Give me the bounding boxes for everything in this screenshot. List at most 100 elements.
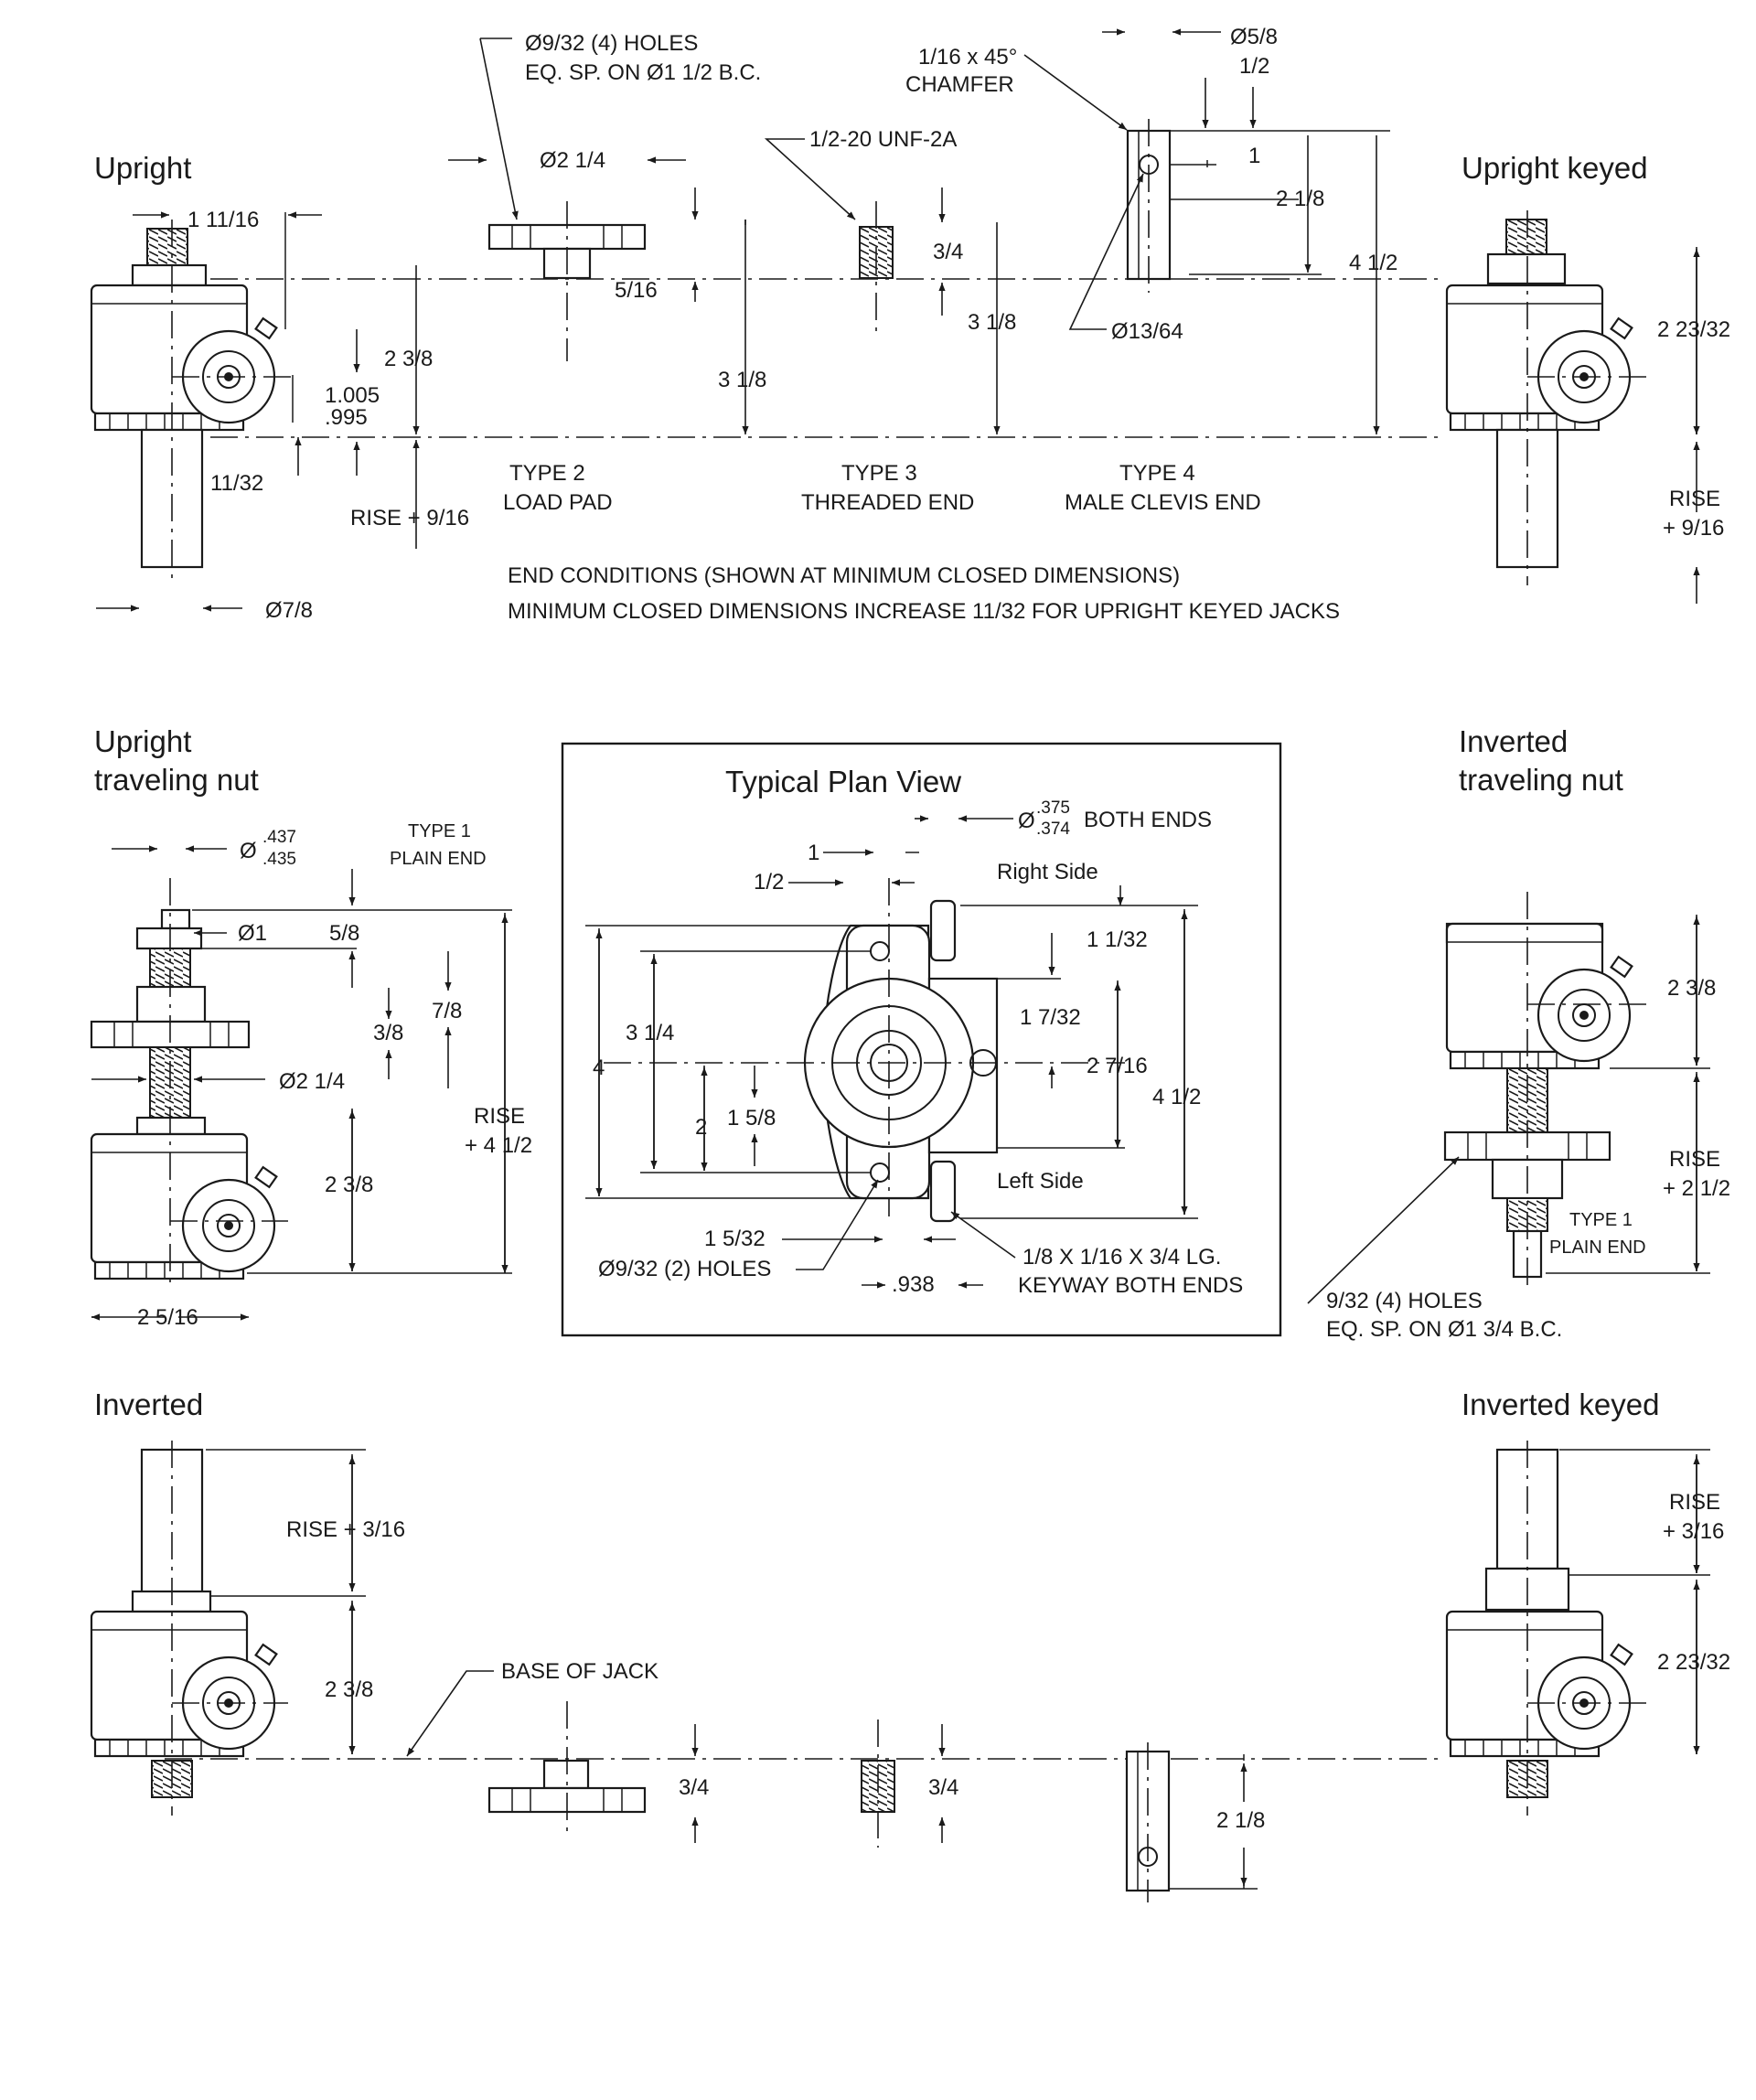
- pv-left-side: Left Side: [997, 1169, 1084, 1194]
- dim-utn-rise-4-1-2: + 4 1/2: [465, 1133, 532, 1158]
- pv-keyway-size: 1/8 X 1/16 X 3/4 LG.: [1023, 1245, 1221, 1270]
- type2-load-pad: [487, 201, 647, 361]
- pv-dia-prefix: Ø: [1018, 809, 1035, 833]
- inverted-keyed-jack: [1445, 1441, 1646, 1816]
- plan-view-title: Typical Plan View: [725, 765, 961, 798]
- note-min-closed: MINIMUM CLOSED DIMENSIONS INCREASE 11/32…: [508, 599, 1340, 624]
- itn-rise: RISE: [1669, 1147, 1720, 1172]
- section-title-upright: Upright: [94, 151, 191, 185]
- dim-pad-3-1-8: 3 1/8: [718, 368, 766, 392]
- section-title-inverted-keyed: Inverted keyed: [1462, 1388, 1659, 1421]
- section-title-upright-keyed: Upright keyed: [1462, 151, 1648, 185]
- dim-prefix-dia: Ø: [240, 839, 257, 863]
- dim-clevis-1-2: 1/2: [1239, 54, 1269, 79]
- dim-utn-rise: RISE: [474, 1104, 525, 1129]
- dim-clevis-2-1-8: 2 1/8: [1276, 187, 1324, 211]
- plan-view-frame: [561, 742, 1282, 1337]
- dim-clevis-4-1-2: 4 1/2: [1349, 251, 1397, 275]
- dim-thread-3-4: 3/4: [933, 240, 963, 264]
- label-base-of-jack: BASE OF JACK: [501, 1659, 658, 1684]
- itn-holes: 9/32 (4) HOLES: [1326, 1289, 1483, 1313]
- section-title-utn-2: traveling nut: [94, 763, 259, 797]
- inv-thread-3-4: 3/4: [928, 1775, 958, 1800]
- ik-2-23-32: 2 23/32: [1657, 1650, 1730, 1675]
- label-type2: TYPE 2: [509, 461, 585, 486]
- ik-rise: RISE: [1669, 1490, 1720, 1515]
- note-end-conditions: END CONDITIONS (SHOWN AT MINIMUM CLOSED …: [508, 563, 1180, 588]
- pv-both-ends: BOTH ENDS: [1084, 808, 1212, 832]
- upright-traveling-nut-jack: [90, 878, 288, 1290]
- pv-dim-1: 1: [808, 841, 819, 865]
- dim-keyed-rise: RISE: [1669, 487, 1720, 511]
- label-plain-end: PLAIN END: [390, 849, 487, 869]
- pv-holes: Ø9/32 (2) HOLES: [598, 1257, 771, 1281]
- label-type1: TYPE 1: [408, 821, 471, 841]
- pv-dim-4-1-2: 4 1/2: [1152, 1085, 1201, 1109]
- dim-rise-9-16: RISE + 9/16: [350, 506, 469, 530]
- itn-holes-bc: EQ. SP. ON Ø1 3/4 B.C.: [1326, 1317, 1562, 1342]
- itn-type1: TYPE 1: [1569, 1210, 1633, 1230]
- inverted-traveling-nut-jack: [1443, 892, 1646, 1290]
- type3-threaded-end: [859, 201, 894, 338]
- label-load-pad: LOAD PAD: [503, 490, 613, 515]
- inv-pad-3-4: 3/4: [679, 1775, 709, 1800]
- dim-11-32: 11/32: [210, 471, 263, 496]
- label-type4: TYPE 4: [1119, 461, 1195, 486]
- pv-dim-1-2: 1/2: [754, 870, 784, 895]
- dim-5-8: 5/8: [329, 921, 359, 946]
- inverted-jack: [90, 1441, 288, 1816]
- dim-1-005: 1.005: [325, 383, 380, 408]
- section-title-itn-2: traveling nut: [1459, 763, 1623, 797]
- section-title-utn-1: Upright: [94, 724, 191, 758]
- label-thread-spec: 1/2-20 UNF-2A: [809, 127, 957, 152]
- inv-dim-rise-3-16: RISE + 3/16: [286, 1517, 405, 1542]
- label-chamfer-word: CHAMFER: [905, 72, 1014, 97]
- inv-clevis-2-1-8: 2 1/8: [1216, 1808, 1265, 1833]
- type4-clevis: [1126, 119, 1172, 293]
- dim-995: .995: [325, 405, 368, 430]
- pv-dim-938: .938: [892, 1272, 935, 1297]
- dim-clevis-1: 1: [1248, 144, 1260, 168]
- label-threaded-end: THREADED END: [801, 490, 974, 515]
- dim-437: .437: [262, 828, 296, 847]
- upright-keyed-jack: [1445, 210, 1646, 585]
- pv-dim-1-1-32: 1 1/32: [1087, 927, 1148, 952]
- label-holes-bc: EQ. SP. ON Ø1 1/2 B.C.: [525, 60, 761, 85]
- dim-pad-dia: Ø2 1/4: [540, 148, 605, 173]
- pv-dia-374: .374: [1036, 820, 1070, 839]
- label-type3: TYPE 3: [841, 461, 917, 486]
- itn-dim-2-3-8: 2 3/8: [1667, 976, 1716, 1001]
- pv-right-side: Right Side: [997, 860, 1098, 884]
- ik-rise-3-16: + 3/16: [1663, 1519, 1724, 1544]
- label-male-clevis: MALE CLEVIS END: [1065, 490, 1261, 515]
- inverted-clevis: [1125, 1742, 1171, 1902]
- dim-7-8: 7/8: [432, 999, 462, 1023]
- pv-dia-375: .375: [1036, 798, 1070, 818]
- inverted-load-pad: [487, 1701, 647, 1838]
- dim-dia-1: Ø1: [238, 921, 267, 946]
- inverted-threaded-end: [861, 1720, 895, 1848]
- dim-435: .435: [262, 850, 296, 869]
- itn-rise-2-1-2: + 2 1/2: [1663, 1176, 1730, 1201]
- dim-pad-5-16: 5/16: [615, 278, 658, 303]
- dim-keyed-2-23-32: 2 23/32: [1657, 317, 1730, 342]
- label-chamfer: 1/16 x 45°: [918, 45, 1017, 70]
- dim-3-8: 3/8: [373, 1021, 403, 1045]
- pv-dim-2: 2: [695, 1115, 707, 1140]
- dim-keyed-rise-9-16: + 9/16: [1663, 516, 1724, 541]
- section-title-itn-1: Inverted: [1459, 724, 1568, 758]
- pv-dim-1-7-32: 1 7/32: [1020, 1005, 1081, 1030]
- inv-dim-2-3-8: 2 3/8: [325, 1677, 373, 1702]
- dim-1-11-16: 1 11/16: [187, 208, 259, 232]
- dim-2-3-8: 2 3/8: [384, 347, 433, 371]
- pv-dim-1-5-8: 1 5/8: [727, 1106, 776, 1130]
- upright-jack: [90, 220, 293, 585]
- dim-dia-7-8: Ø7/8: [265, 598, 313, 623]
- pv-dim-2-7-16: 2 7/16: [1087, 1054, 1148, 1078]
- dim-2-5-16: 2 5/16: [137, 1305, 198, 1330]
- dim-clevis-5-8: Ø5/8: [1230, 25, 1278, 49]
- dim-dia-2-1-4: Ø2 1/4: [279, 1069, 345, 1094]
- pv-dim-3-1-4: 3 1/4: [626, 1021, 674, 1045]
- plan-view-jack: [604, 878, 1125, 1223]
